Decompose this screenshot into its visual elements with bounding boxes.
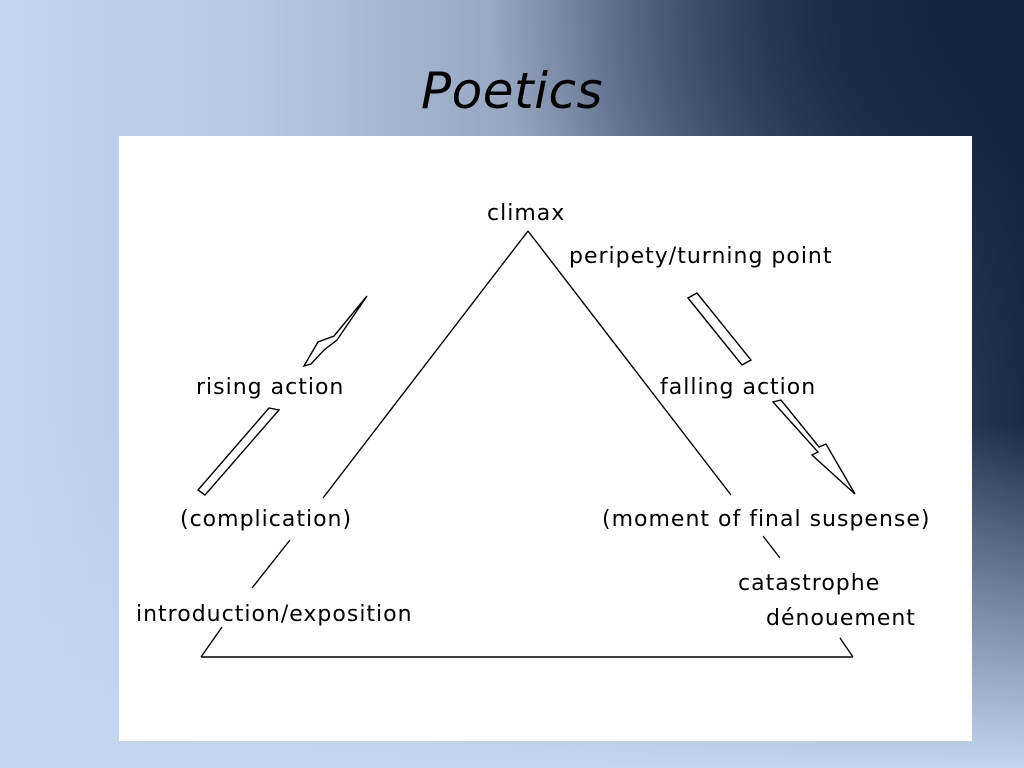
label-peripety: peripety/turning point (569, 244, 833, 269)
pyramid-right-middle-line (762, 535, 781, 559)
diagram-canvas: climax peripety/turning point rising act… (136, 201, 930, 658)
pyramid-left-middle-line (251, 539, 291, 589)
rising-action-arrow-lower (196, 407, 281, 496)
label-denouement: dénouement (766, 606, 916, 631)
label-introduction-exposition: introduction/exposition (136, 602, 413, 627)
falling-action-arrow-lower (771, 399, 856, 495)
slide-title: Poetics (420, 62, 604, 120)
rising-action-arrow-upper (302, 295, 368, 368)
label-rising-action: rising action (196, 375, 344, 400)
label-falling-action: falling action (660, 375, 816, 400)
label-moment-of-final-suspense: (moment of final suspense) (602, 507, 930, 532)
pyramid-left-upper-line (322, 230, 529, 499)
pyramid-left-lower-line (200, 626, 223, 658)
label-complication: (complication) (180, 507, 352, 532)
label-catastrophe: catastrophe (738, 571, 880, 596)
freytag-pyramid-diagram: climax peripety/turning point rising act… (119, 136, 972, 741)
pyramid-right-lower-line (839, 637, 854, 658)
pyramid-right-upper-line (527, 230, 732, 496)
label-climax: climax (487, 201, 565, 226)
falling-action-arrow-upper (686, 292, 753, 366)
